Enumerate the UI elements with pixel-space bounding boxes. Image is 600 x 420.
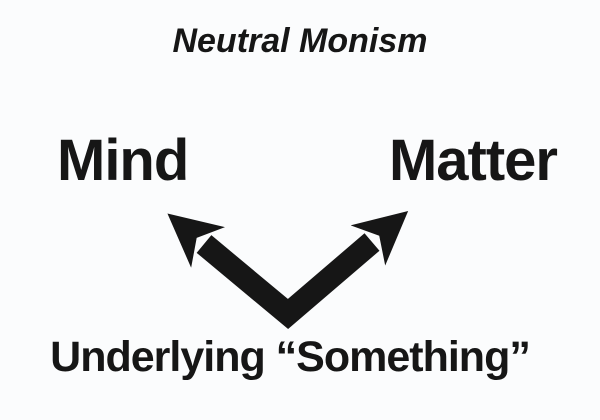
matter-node-label: Matter (388, 128, 558, 193)
underlying-something-label: Underlying “Something” (50, 333, 531, 381)
diagram-title: Neutral Monism (172, 22, 428, 60)
arrow-shaft (167, 211, 409, 330)
mind-node-label: Mind (57, 128, 189, 193)
